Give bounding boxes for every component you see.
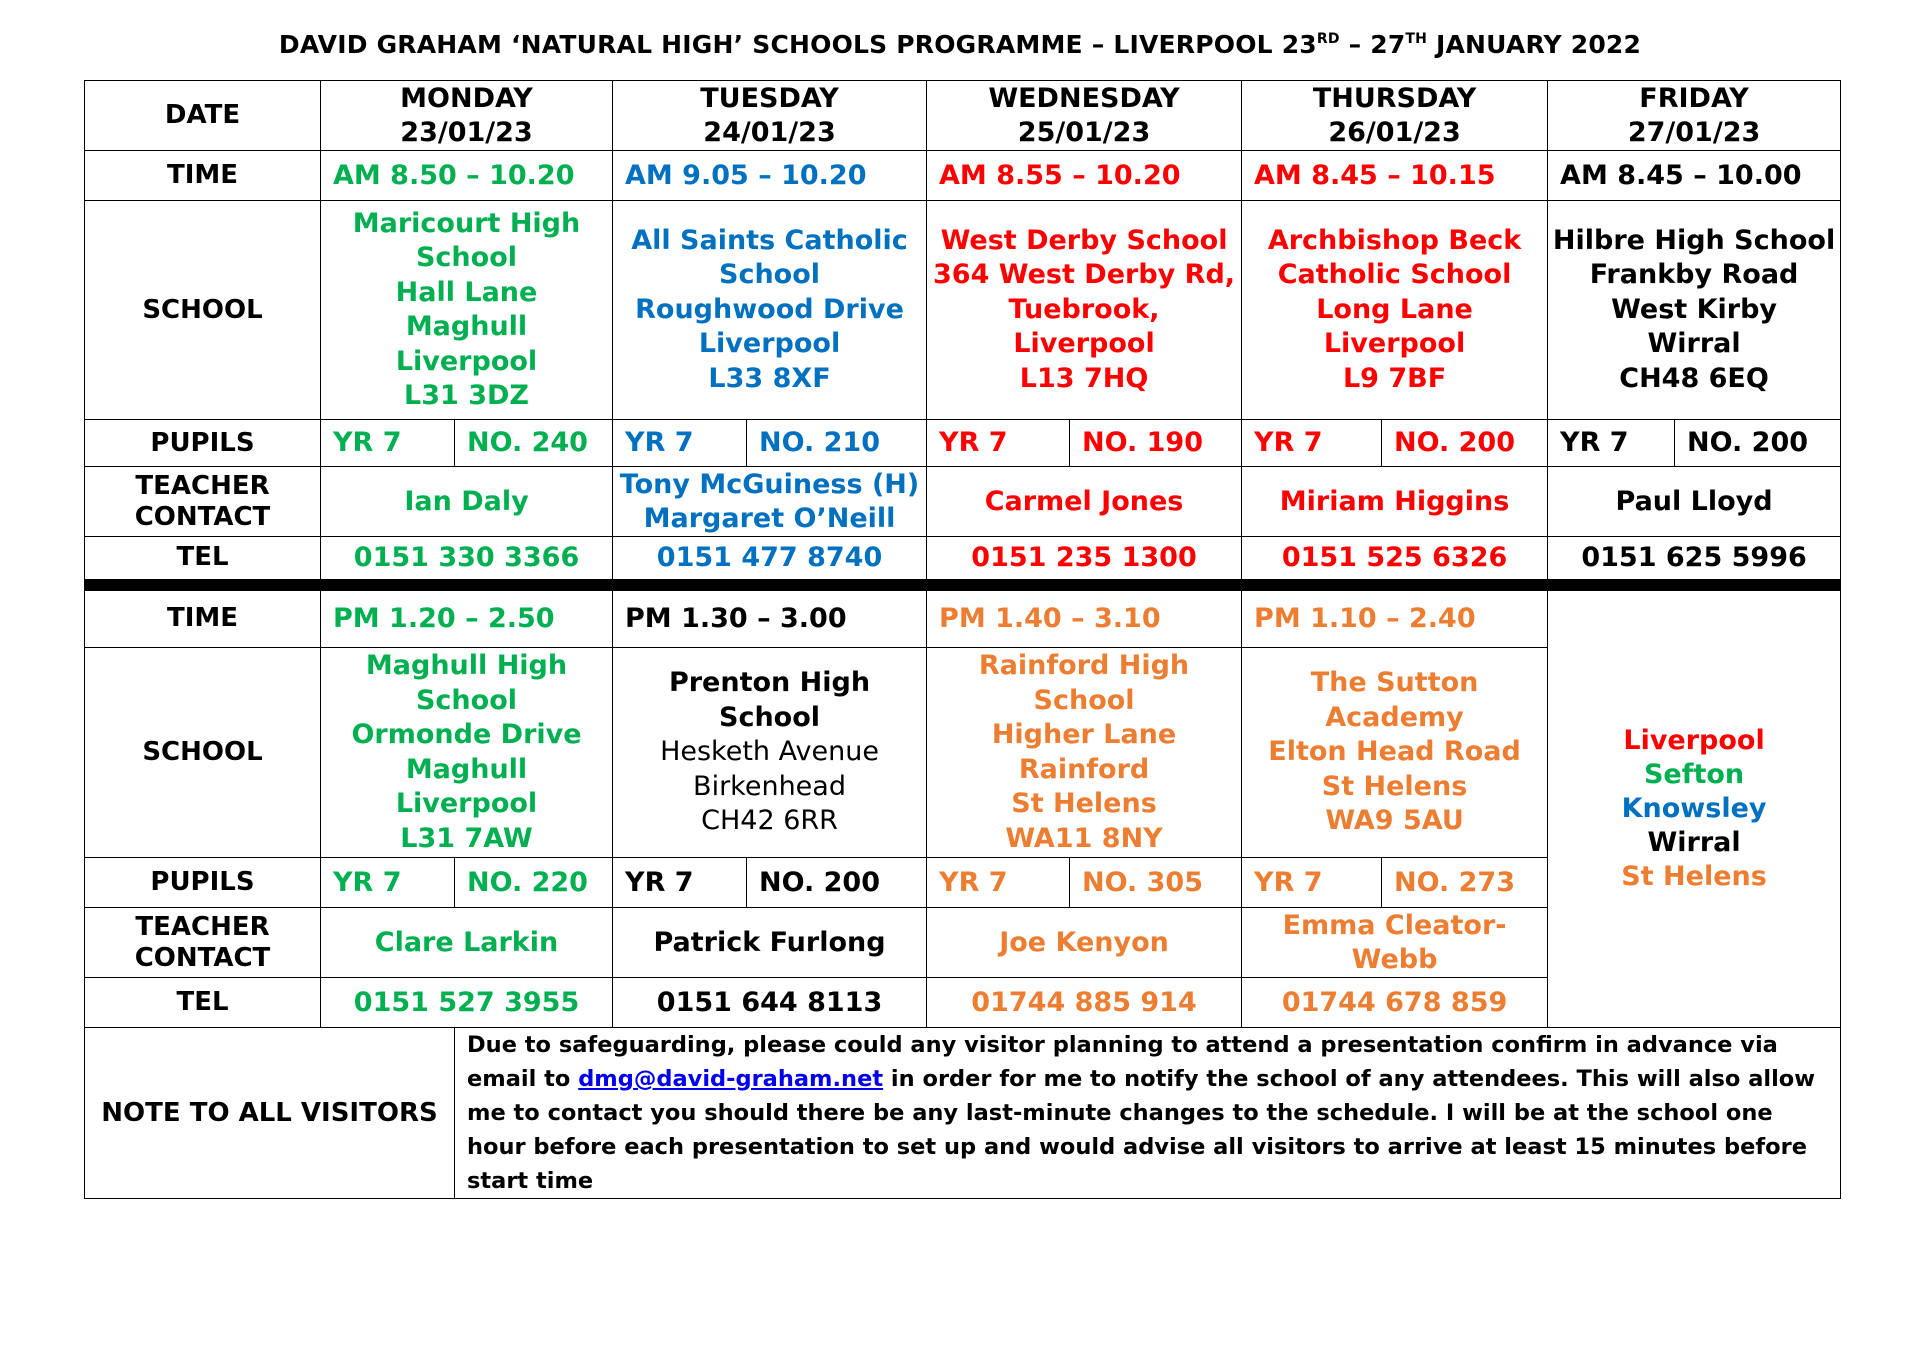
- document-title: DAVID GRAHAM ‘NATURAL HIGH’ SCHOOLS PROG…: [278, 30, 1642, 59]
- pupils-label: PUPILS: [84, 857, 321, 908]
- pm-time-wednesday: PM 1.40 – 3.10: [926, 578, 1243, 648]
- am-teacher-friday: Paul Lloyd: [1547, 466, 1842, 537]
- am-year-tuesday: YR 7: [612, 419, 748, 467]
- am-tel-friday: 0151 625 5996: [1547, 536, 1842, 585]
- pm-teacher-wednesday: Joe Kenyon: [926, 907, 1243, 978]
- pm-teacher-monday: Clare Larkin: [319, 907, 614, 978]
- am-pupils-row: PUPILS YR 7 NO. 240 YR 7 NO. 210 YR 7 NO…: [84, 419, 1842, 467]
- am-time-monday: AM 8.50 – 10.20: [319, 150, 614, 201]
- am-time-tuesday: AM 9.05 – 10.20: [612, 150, 928, 201]
- am-tel-monday: 0151 330 3366: [319, 536, 614, 585]
- am-time-wednesday: AM 8.55 – 10.20: [926, 150, 1243, 201]
- pm-number-wednesday: NO. 305: [1069, 857, 1243, 908]
- am-tel-thursday: 0151 525 6326: [1241, 536, 1549, 585]
- email-link[interactable]: dmg@david-graham.net: [578, 1066, 884, 1092]
- am-number-wednesday: NO. 190: [1069, 419, 1243, 467]
- pm-tel-tuesday: 0151 644 8113: [612, 977, 928, 1028]
- tel-label: TEL: [84, 977, 321, 1028]
- pm-year-tuesday: YR 7: [612, 857, 748, 908]
- tel-label: TEL: [84, 536, 321, 585]
- pm-time-thursday: PM 1.10 – 2.40: [1241, 578, 1549, 648]
- am-teacher-tuesday: Tony McGuiness (H)Margaret O’Neill: [612, 466, 928, 537]
- am-time-row: TIME AM 8.50 – 10.20 AM 9.05 – 10.20 AM …: [84, 150, 1842, 201]
- am-year-thursday: YR 7: [1241, 419, 1383, 467]
- pm-year-thursday: YR 7: [1241, 857, 1383, 908]
- am-time-thursday: AM 8.45 – 10.15: [1241, 150, 1549, 201]
- time-label: TIME: [84, 578, 321, 648]
- am-tel-row: TEL 0151 330 3366 0151 477 8740 0151 235…: [84, 536, 1842, 585]
- pm-teacher-thursday: Emma Cleator-Webb: [1241, 907, 1549, 978]
- am-teacher-monday: Ian Daly: [319, 466, 614, 537]
- am-teacher-thursday: Miriam Higgins: [1241, 466, 1549, 537]
- pm-tel-wednesday: 01744 885 914: [926, 977, 1243, 1028]
- am-year-wednesday: YR 7: [926, 419, 1071, 467]
- pm-number-monday: NO. 220: [453, 857, 614, 908]
- school-label: SCHOOL: [84, 200, 321, 420]
- pupils-label: PUPILS: [84, 419, 321, 467]
- pm-time-tuesday: PM 1.30 – 3.00: [612, 578, 928, 648]
- pm-year-wednesday: YR 7: [926, 857, 1071, 908]
- pm-time-row: TIME PM 1.20 – 2.50 PM 1.30 – 3.00 PM 1.…: [84, 578, 1842, 1028]
- pm-year-monday: YR 7: [320, 857, 455, 908]
- am-tel-tuesday: 0151 477 8740: [612, 536, 928, 585]
- pm-number-thursday: NO. 273: [1381, 857, 1549, 908]
- date-label: DATE: [84, 80, 321, 151]
- am-teacher-wednesday: Carmel Jones: [926, 466, 1243, 537]
- am-number-tuesday: NO. 210: [746, 419, 928, 467]
- am-year-friday: YR 7: [1547, 419, 1676, 467]
- am-tel-wednesday: 0151 235 1300: [926, 536, 1243, 585]
- school-label: SCHOOL: [84, 647, 321, 858]
- note-text: Due to safeguarding, please could any vi…: [453, 1027, 1842, 1199]
- am-number-monday: NO. 240: [453, 419, 614, 467]
- pm-tel-monday: 0151 527 3955: [319, 977, 614, 1028]
- friday-pm-areas: Liverpool Sefton Knowsley Wirral St Hele…: [1547, 578, 1842, 1028]
- am-number-friday: NO. 200: [1674, 419, 1842, 467]
- pm-teacher-tuesday: Patrick Furlong: [612, 907, 928, 978]
- am-number-thursday: NO. 200: [1381, 419, 1549, 467]
- pm-number-tuesday: NO. 200: [746, 857, 928, 908]
- pm-time-monday: PM 1.20 – 2.50: [319, 578, 614, 648]
- am-year-monday: YR 7: [320, 419, 455, 467]
- pm-pupils-row: PUPILS YR 7 NO. 220 YR 7 NO. 200 YR 7 NO…: [84, 857, 1841, 908]
- am-time-friday: AM 8.45 – 10.00: [1547, 150, 1842, 201]
- note-row: NOTE TO ALL VISITORS Due to safeguarding…: [84, 1027, 1842, 1199]
- time-label: TIME: [84, 150, 321, 201]
- note-label: NOTE TO ALL VISITORS: [84, 1027, 455, 1199]
- pm-tel-thursday: 01744 678 859: [1241, 977, 1549, 1028]
